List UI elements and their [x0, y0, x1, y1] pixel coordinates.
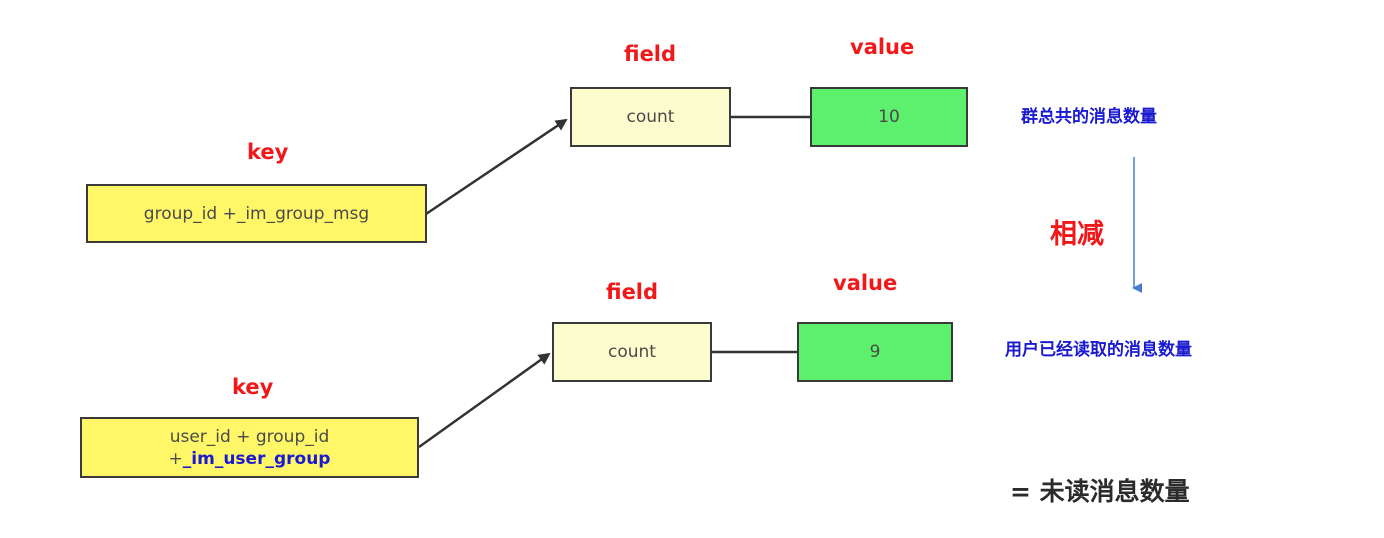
field-text-2: count [608, 342, 656, 362]
value-box-2: 9 [797, 322, 953, 382]
field-text-1: count [626, 107, 675, 127]
field-label-1: field [624, 42, 677, 66]
value-text-1: 10 [878, 107, 900, 127]
key-box-2: user_id + group_id +_im_user_group [80, 417, 419, 478]
key-text-2-line1: user_id + group_id [169, 426, 330, 447]
description-1: 群总共的消息数量 [1021, 107, 1157, 127]
description-2: 用户已经读取的消息数量 [1005, 340, 1192, 360]
value-label-1: value [850, 35, 915, 59]
field-box-2: count [552, 322, 712, 382]
key-label-1: key [247, 140, 289, 164]
key-to-field-arrow-1 [425, 118, 568, 216]
key-text-1: group_id +_im_group_msg [143, 203, 370, 224]
subtract-label: 相减 [1050, 219, 1104, 250]
value-text-2: 9 [869, 342, 881, 362]
key-text-2-suffix: _im_user_group [182, 448, 331, 469]
key-text-2-prefix: + [168, 448, 183, 469]
key-to-field-arrow-2 [418, 352, 551, 449]
key-box-1: group_id +_im_group_msg [86, 184, 427, 243]
key-text-2-line2: +_im_user_group [169, 448, 331, 470]
field-label-2: field [606, 280, 659, 304]
result-label: = 未读消息数量 [1010, 477, 1190, 506]
field-box-1: count [570, 87, 731, 147]
value-box-1: 10 [810, 87, 968, 147]
value-label-2: value [833, 271, 898, 295]
key-label-2: key [232, 375, 274, 399]
